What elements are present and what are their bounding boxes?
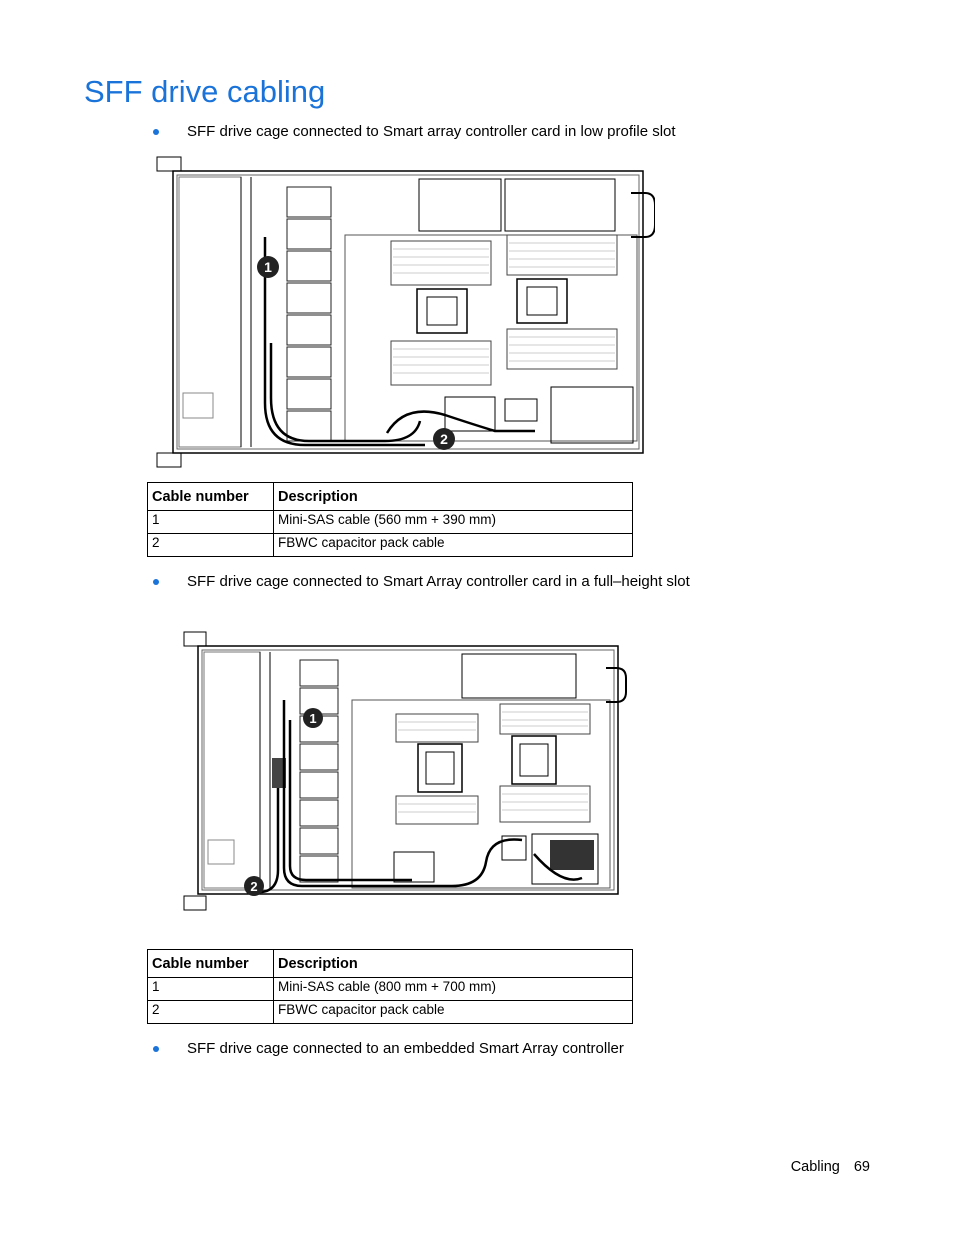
table-row: 2 FBWC capacitor pack cable — [147, 533, 633, 557]
page-title: SFF drive cabling — [84, 74, 326, 109]
table-header-row: Cable number Description — [147, 949, 633, 978]
cable-table-1: Cable number Description 1 Mini-SAS cabl… — [147, 482, 633, 557]
bullet-text: SFF drive cage connected to Smart Array … — [187, 573, 690, 590]
cable-table-2: Cable number Description 1 Mini-SAS cabl… — [147, 949, 633, 1024]
callout-2: 2 — [244, 876, 264, 896]
page-footer: Cabling 69 — [791, 1159, 870, 1175]
cable-number-cell: 2 — [147, 533, 274, 557]
table-row: 2 FBWC capacitor pack cable — [147, 1000, 633, 1024]
description-cell: FBWC capacitor pack cable — [273, 1000, 633, 1024]
cable-number-cell: 1 — [147, 510, 274, 534]
cable-number-cell: 2 — [147, 1000, 274, 1024]
cable-number-cell: 1 — [147, 977, 274, 1001]
server-diagram-low-profile: 1 2 — [156, 156, 655, 468]
column-header: Cable number — [147, 482, 274, 511]
page-number: 69 — [853, 1159, 870, 1175]
bullet-text: SFF drive cage connected to Smart array … — [187, 123, 676, 140]
bullet-dot-icon — [153, 129, 159, 135]
description-cell: Mini-SAS cable (800 mm + 700 mm) — [273, 977, 633, 1001]
svg-text:2: 2 — [250, 879, 257, 894]
bullet-dot-icon — [153, 579, 159, 585]
table-row: 1 Mini-SAS cable (560 mm + 390 mm) — [147, 510, 633, 534]
callout-2: 2 — [433, 428, 455, 450]
column-header: Cable number — [147, 949, 274, 978]
table-header-row: Cable number Description — [147, 482, 633, 511]
column-header: Description — [273, 482, 633, 511]
callout-1: 1 — [303, 708, 323, 728]
svg-text:2: 2 — [440, 431, 448, 447]
server-diagram-full-height: 1 2 — [183, 631, 627, 911]
description-cell: FBWC capacitor pack cable — [273, 533, 633, 557]
description-cell: Mini-SAS cable (560 mm + 390 mm) — [273, 510, 633, 534]
bullet-dot-icon — [153, 1046, 159, 1052]
bullet-text: SFF drive cage connected to an embedded … — [187, 1040, 624, 1057]
column-header: Description — [273, 949, 633, 978]
table-row: 1 Mini-SAS cable (800 mm + 700 mm) — [147, 977, 633, 1001]
svg-text:1: 1 — [264, 259, 272, 275]
footer-section: Cabling — [790, 1159, 840, 1175]
callout-1: 1 — [257, 256, 279, 278]
svg-text:1: 1 — [309, 711, 316, 726]
